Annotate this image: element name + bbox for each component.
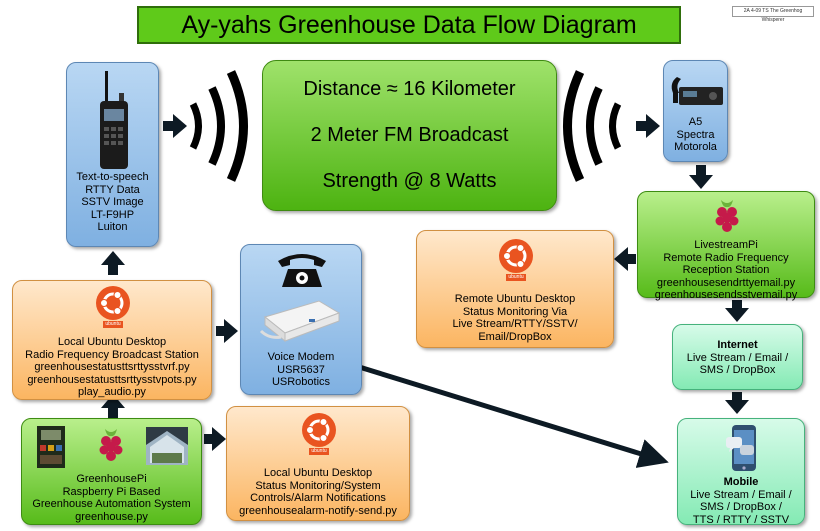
arrow-livestream-to-remote	[614, 247, 636, 271]
alarm-line-4: greenhousealarm-notify-send.py	[239, 504, 397, 517]
remote-line-4: Email/DropBox	[478, 330, 552, 343]
distance-text: Distance ≈ 16 Kilometer	[303, 78, 516, 101]
ubuntu-logo-icon	[96, 286, 130, 320]
greenhouse-line-1: GreenhousePi	[76, 473, 147, 485]
modem-line-3: USRobotics	[271, 376, 331, 388]
mobile-box: Mobile Live Stream / Email / SMS / DropB…	[677, 418, 805, 526]
greenhouse-photo-icon	[146, 427, 188, 465]
remote-line-2: Status Monitoring Via	[462, 305, 568, 318]
local-bc-line-5: play_audio.py	[78, 386, 146, 398]
remote-line-1: Remote Ubuntu Desktop	[454, 293, 576, 305]
remote-line-3: Live Stream/RTTY/SSTV/	[452, 318, 578, 330]
ubuntu-logo-icon	[302, 413, 336, 447]
livestream-line-3: Reception Station	[682, 264, 770, 276]
local-broadcast-box: ubuntu Local Ubuntu Desktop Radio Freque…	[12, 280, 212, 400]
internet-line-2: SMS / DropBox	[699, 364, 776, 376]
greenhouse-line-4: greenhouse.py	[75, 510, 148, 523]
arrow-waves-to-receiver	[636, 114, 660, 138]
ubuntu-logo-icon	[499, 239, 533, 273]
livestream-pi-box: LivestreamPi Remote Radio Frequency Rece…	[637, 191, 815, 301]
internet-box: Internet Live Stream / Email / SMS / Dro…	[672, 324, 803, 390]
arrow-greenhouse-to-local	[101, 394, 125, 418]
alarm-line-3: Controls/Alarm Notifications	[250, 492, 386, 504]
strength-text: Strength @ 8 Watts	[322, 169, 497, 192]
internet-line-1: Live Stream / Email /	[686, 351, 789, 364]
mobile-line-2: SMS / DropBox /	[700, 501, 782, 513]
livestream-line-4: greenhousesendrttyemail.py	[656, 276, 796, 289]
telephone-icon	[278, 254, 326, 287]
mobile-line-1: Live Stream / Email /	[690, 488, 792, 501]
alarm-line-2: Status Monitoring/System	[255, 479, 381, 492]
controller-board-icon	[37, 426, 65, 468]
livestream-line-5: greenhousesendsstvemail.py	[654, 289, 798, 301]
arrow-modem-to-mobile	[355, 363, 669, 468]
rx-line-1: A5	[688, 116, 703, 128]
broadcast-info-box: Distance ≈ 16 Kilometer 2 Meter FM Broad…	[262, 60, 557, 211]
radio-waves-left	[189, 70, 248, 182]
rx-line-3: Motorola	[674, 141, 717, 153]
arrow-receiver-to-livestream	[689, 165, 713, 189]
smartphone-icon	[726, 425, 756, 471]
ubuntu-label: ubuntu	[506, 274, 526, 281]
arrow-radio-to-waves	[163, 114, 187, 138]
livestream-line-1: LivestreamPi	[694, 239, 758, 251]
arrow-internet-to-mobile	[725, 392, 749, 414]
arrow-greenhouse-to-alarm	[204, 427, 226, 451]
greenhouse-line-2: Raspberry Pi Based	[62, 485, 161, 498]
tx-line-4: LT-F9HP	[90, 208, 135, 221]
ubuntu-label: ubuntu	[309, 448, 329, 455]
modem-device-icon	[259, 300, 341, 343]
ubuntu-label: ubuntu	[103, 321, 123, 328]
band-text: 2 Meter FM Broadcast	[310, 123, 509, 146]
greenhouse-pi-box: GreenhousePi Raspberry Pi Based Greenhou…	[21, 418, 202, 525]
local-bc-line-2: Radio Frequency Broadcast Station	[25, 348, 199, 361]
tx-line-1: Text-to-speech	[76, 171, 149, 183]
tx-line-3: SSTV Image	[81, 196, 144, 208]
page-title: Ay-yahs Greenhouse Data Flow Diagram	[137, 6, 681, 44]
internet-heading: Internet	[717, 339, 758, 351]
rx-line-2: Spectra	[676, 128, 715, 141]
tx-line-5: Luiton	[97, 221, 128, 233]
handheld-radio-icon	[100, 71, 128, 169]
raspberry-pi-icon	[99, 429, 123, 461]
corner-note: 2A 4-09 TS The Greenhog Whisperer	[732, 6, 814, 23]
alarm-line-1: Local Ubuntu Desktop	[263, 467, 373, 479]
modem-line-1: Voice Modem	[267, 351, 335, 363]
mobile-line-3: TTS / RTTY / SSTV	[692, 513, 790, 526]
local-bc-line-1: Local Ubuntu Desktop	[57, 336, 167, 348]
raspberry-pi-icon	[715, 200, 739, 232]
greenhouse-line-3: Greenhouse Automation System	[32, 498, 191, 510]
livestream-line-2: Remote Radio Frequency	[663, 251, 789, 264]
mobile-radio-icon	[671, 77, 723, 105]
remote-desktop-box: ubuntu Remote Ubuntu Desktop Status Moni…	[416, 230, 614, 348]
arrow-local-to-radio	[101, 251, 125, 275]
mobile-heading: Mobile	[723, 476, 759, 488]
radio-transmitter-box: Text-to-speech RTTY Data SSTV Image LT-F…	[66, 62, 159, 247]
tx-line-2: RTTY Data	[85, 183, 140, 196]
radio-receiver-box: A5 Spectra Motorola	[663, 60, 728, 162]
arrow-livestream-to-internet	[725, 300, 749, 322]
local-bc-line-4: greenhousestatusttsrttysstvpots.py	[27, 373, 197, 386]
local-bc-line-3: greenhousestatusttsrttysstvrf.py	[34, 361, 190, 373]
local-alarm-box: ubuntu Local Ubuntu Desktop Status Monit…	[226, 406, 410, 521]
voice-modem-box: Voice Modem USR5637 USRobotics	[240, 244, 362, 395]
radio-waves-right	[563, 70, 622, 182]
arrow-local-to-modem	[216, 319, 238, 343]
modem-line-2: USR5637	[277, 363, 325, 376]
